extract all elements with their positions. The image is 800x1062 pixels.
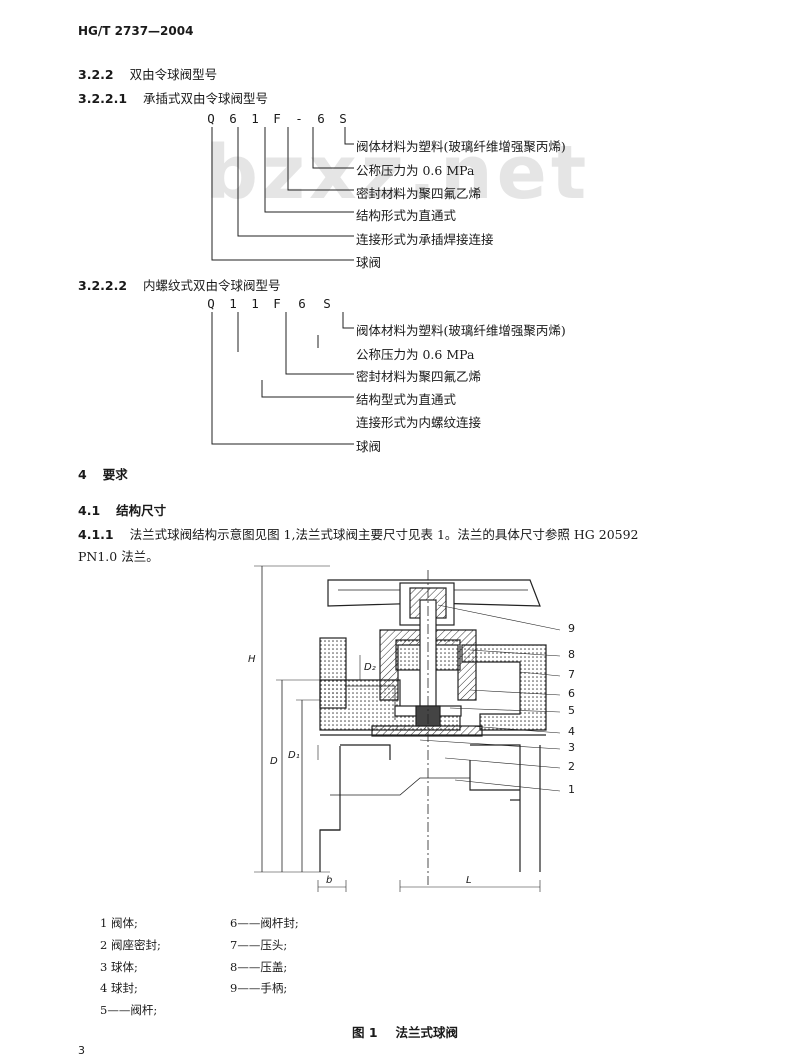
section-title: 承插式双由令球阀型号 (143, 91, 269, 106)
code-explanation-item: 结构型式为直通式 (356, 392, 457, 407)
code-char: - (295, 111, 303, 126)
page-number: 3 (78, 1044, 85, 1057)
part-number: 5 (568, 704, 575, 717)
section-number: 3.2.2 (78, 67, 114, 82)
part-number: 4 (568, 725, 575, 738)
code-char: 1 (251, 296, 259, 311)
part-number: 3 (568, 741, 575, 754)
code-explanation-item: 连接形式为内螺纹连接 (356, 415, 482, 430)
caption-text: 法兰式球阀 (395, 1025, 459, 1040)
section-title: 双由令球阀型号 (129, 67, 218, 82)
figure-caption: 图 1 法兰式球阀 (352, 1022, 458, 1041)
dimension-label-D2: D₂ (364, 662, 376, 673)
dimension-label-D1: D₁ (288, 750, 300, 761)
code-char: S (339, 111, 347, 126)
part-number: 1 (568, 783, 575, 796)
code-char: Q (207, 296, 215, 311)
legend-item: 5——阀杆; (100, 1003, 158, 1017)
paragraph-line: 法兰式球阀结构示意图见图 1,法兰式球阀主要尺寸见表 1。法兰的具体尺寸参照 H… (129, 527, 639, 542)
legend-item: 1 阀体; (100, 916, 138, 930)
part-number: 6 (568, 687, 575, 700)
section-411-paragraph: 4.1.1 法兰式球阀结构示意图见图 1,法兰式球阀主要尺寸见表 1。法兰的具体… (78, 524, 639, 543)
section-number: 3.2.2.1 (78, 91, 128, 106)
code-char: 6 (317, 111, 325, 126)
section-number: 4.1 (78, 503, 101, 518)
watermark: bzxz.net (205, 130, 591, 216)
caption-number: 图 1 (352, 1025, 378, 1040)
section-number: 3.2.2.2 (78, 278, 128, 293)
section-number: 4 (78, 467, 87, 482)
code-char: 1 (251, 111, 259, 126)
code-explanation-item: 连接形式为承插焊接连接 (356, 232, 494, 247)
legend-item: 2 阀座密封; (100, 938, 161, 952)
code-explanation-item: 公称压力为 0.6 MPa (356, 163, 475, 178)
code-explanation-item: 球阀 (356, 255, 382, 270)
code-char: F (273, 296, 281, 311)
section-41-heading: 4.1 结构尺寸 (78, 500, 166, 519)
dimension-label-D: D (270, 756, 278, 767)
legend-item: 6——阀杆封; (230, 916, 299, 930)
code-char: Q (207, 111, 215, 126)
part-number: 9 (568, 622, 575, 635)
part-number: 8 (568, 648, 575, 661)
code-explanation-item: 密封材料为聚四氟乙烯 (356, 186, 482, 201)
part-number: 7 (568, 668, 575, 681)
dimension-label-H: H (248, 654, 256, 665)
section-number: 4.1.1 (78, 527, 114, 542)
part-number: 2 (568, 760, 575, 773)
section-title: 结构尺寸 (116, 503, 167, 518)
code-char: F (273, 111, 281, 126)
code-char: S (323, 296, 331, 311)
section-3221-heading: 3.2.2.1 承插式双由令球阀型号 (78, 88, 268, 107)
code-explanation-item: 球阀 (356, 439, 382, 454)
section-title: 要求 (102, 467, 128, 482)
legend-item: 9——手柄; (230, 981, 288, 995)
code-explanation-item: 结构形式为直通式 (356, 208, 457, 223)
paragraph-line: PN1.0 法兰。 (78, 549, 159, 564)
code-char: 6 (298, 296, 306, 311)
dimension-label-b: b (326, 875, 333, 886)
dimension-label-L: L (466, 875, 472, 886)
section-322-heading: 3.2.2 双由令球阀型号 (78, 64, 217, 83)
legend-item: 4 球封; (100, 981, 138, 995)
legend-item: 7——压头; (230, 938, 288, 952)
document-header: HG/T 2737—2004 (78, 24, 194, 38)
legend-item: 3 球体; (100, 960, 138, 974)
section-4-heading: 4 要求 (78, 464, 128, 483)
section-title: 内螺纹式双由令球阀型号 (143, 278, 281, 293)
section-3222-heading: 3.2.2.2 内螺纹式双由令球阀型号 (78, 275, 281, 294)
code-explanation-item: 阀体材料为塑料(玻璃纤维增强聚丙烯) (356, 139, 566, 154)
code-explanation-item: 密封材料为聚四氟乙烯 (356, 369, 482, 384)
code-char: 6 (229, 111, 237, 126)
code-explanation-item: 公称压力为 0.6 MPa (356, 347, 475, 362)
code-char: 1 (229, 296, 237, 311)
code-explanation-item: 阀体材料为塑料(玻璃纤维增强聚丙烯) (356, 323, 566, 338)
legend-item: 8——压盖; (230, 960, 288, 974)
